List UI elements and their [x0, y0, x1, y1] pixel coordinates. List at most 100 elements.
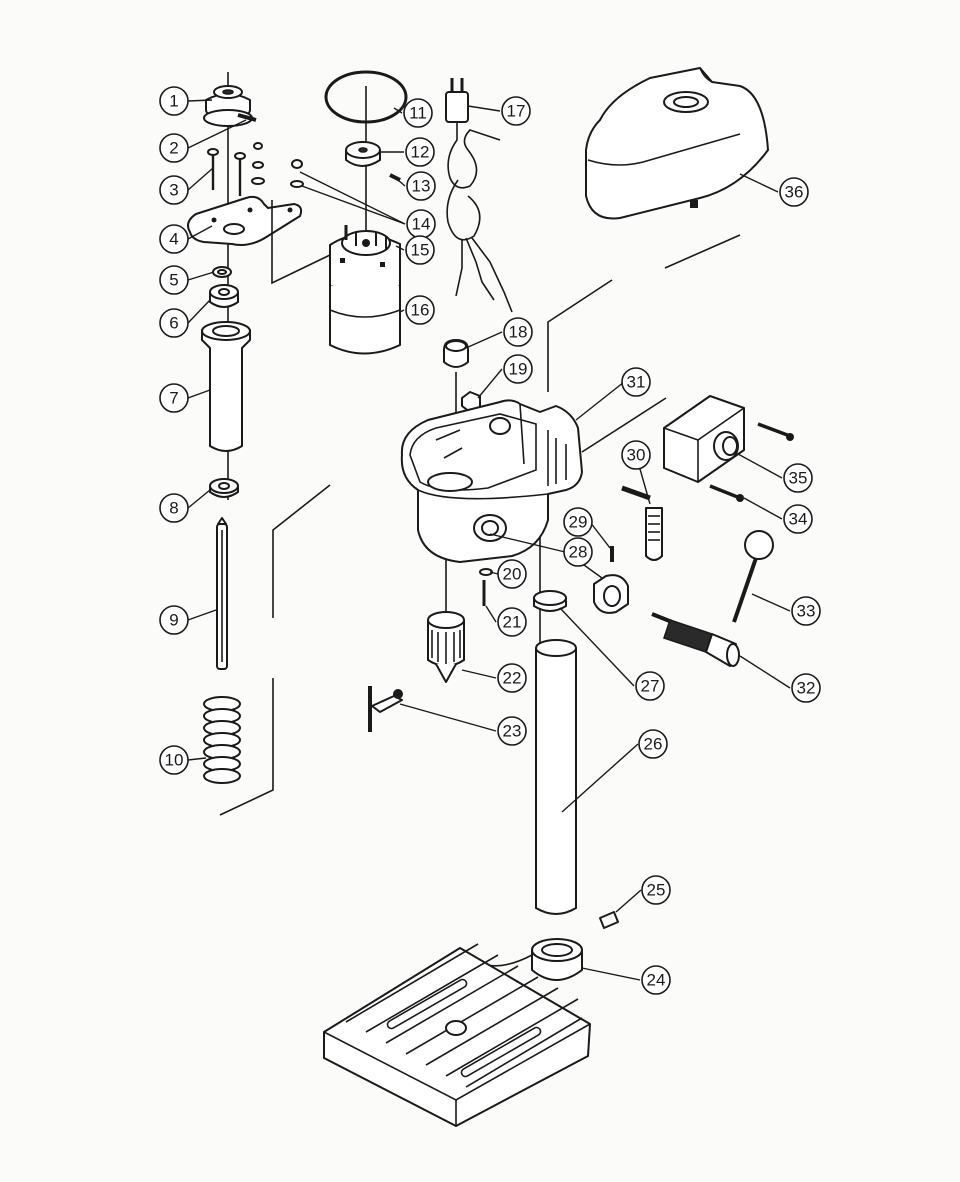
callout-4: 4 — [159, 224, 189, 254]
svg-text:12: 12 — [411, 143, 430, 162]
part-retaining-ring — [212, 266, 232, 278]
part-switch-box — [663, 395, 745, 483]
svg-text:35: 35 — [789, 469, 808, 488]
part-base — [323, 943, 591, 1127]
svg-text:34: 34 — [789, 510, 808, 529]
svg-text:30: 30 — [627, 446, 646, 465]
callout-35: 35 — [783, 463, 813, 493]
svg-text:9: 9 — [169, 611, 178, 630]
callout-3: 3 — [159, 175, 189, 205]
part-bearing-lower — [209, 478, 239, 498]
part-column — [535, 639, 577, 915]
svg-text:4: 4 — [169, 230, 178, 249]
callout-34: 34 — [783, 504, 813, 534]
svg-text:18: 18 — [509, 323, 528, 342]
part-motor-bracket — [187, 195, 303, 246]
callout-32: 32 — [791, 673, 821, 703]
part-column-collar — [469, 938, 583, 981]
svg-text:16: 16 — [411, 301, 430, 320]
callout-8: 8 — [159, 493, 189, 523]
part-nut-washer — [290, 159, 304, 188]
svg-text:6: 6 — [169, 314, 178, 333]
callout-19: 19 — [503, 354, 533, 384]
callout-23: 23 — [497, 716, 527, 746]
callout-11: 11 — [403, 98, 433, 128]
svg-text:29: 29 — [569, 513, 588, 532]
part-feed-collar — [593, 574, 629, 614]
svg-text:1: 1 — [169, 92, 178, 111]
callout-18: 18 — [503, 317, 533, 347]
svg-text:24: 24 — [647, 971, 666, 990]
callout-24: 24 — [641, 965, 671, 995]
part-switch-screws — [709, 422, 794, 502]
svg-text:27: 27 — [641, 677, 660, 696]
svg-text:33: 33 — [797, 602, 816, 621]
part-screws-washers — [207, 142, 265, 196]
svg-text:28: 28 — [569, 543, 588, 562]
svg-text:15: 15 — [411, 241, 430, 260]
part-quill — [201, 321, 251, 452]
svg-text:7: 7 — [169, 389, 178, 408]
callout-22: 22 — [497, 663, 527, 693]
leader-lines — [187, 99, 791, 981]
callout-5: 5 — [159, 265, 189, 295]
callout-29: 29 — [563, 507, 593, 537]
callout-2: 2 — [159, 133, 189, 163]
part-column-cap — [533, 590, 567, 612]
svg-text:22: 22 — [503, 669, 522, 688]
callout-33: 33 — [791, 596, 821, 626]
part-pulley-set-screw — [389, 173, 401, 182]
callout-9: 9 — [159, 605, 189, 635]
callout-10: 10 — [159, 745, 189, 775]
callout-31: 31 — [621, 367, 651, 397]
part-head-casting — [400, 399, 583, 563]
callout-6: 6 — [159, 308, 189, 338]
callout-15: 15 — [405, 235, 435, 265]
svg-text:32: 32 — [797, 679, 816, 698]
svg-text:8: 8 — [169, 499, 178, 518]
part-feed-shaft — [651, 612, 740, 667]
svg-text:10: 10 — [165, 751, 184, 770]
callout-25: 25 — [641, 875, 671, 905]
svg-text:26: 26 — [644, 735, 663, 754]
svg-text:13: 13 — [412, 177, 431, 196]
callout-21: 21 — [497, 607, 527, 637]
svg-text:5: 5 — [169, 271, 178, 290]
svg-text:31: 31 — [627, 373, 646, 392]
part-power-cord — [445, 78, 513, 313]
callout-30: 30 — [621, 440, 651, 470]
part-collar-set-screw — [599, 911, 619, 929]
part-spring — [203, 696, 241, 784]
part-depth-stop — [621, 485, 663, 561]
part-motor-pulley — [345, 141, 381, 167]
svg-text:25: 25 — [647, 881, 666, 900]
callout-26: 26 — [638, 729, 668, 759]
part-belt-cover — [585, 67, 769, 220]
part-drill-chuck — [427, 560, 465, 683]
svg-text:3: 3 — [169, 181, 178, 200]
part-set-screw — [237, 113, 257, 122]
callout-20: 20 — [497, 559, 527, 589]
svg-text:21: 21 — [503, 613, 522, 632]
svg-text:20: 20 — [503, 565, 522, 584]
part-knob — [443, 339, 469, 470]
part-chuck-key — [368, 686, 403, 732]
part-motor — [329, 286, 401, 355]
callout-36: 36 — [779, 177, 809, 207]
svg-text:2: 2 — [169, 139, 178, 158]
callout-17: 17 — [501, 96, 531, 126]
svg-text:19: 19 — [509, 360, 528, 379]
callout-1: 1 — [159, 86, 189, 116]
part-spindle — [216, 517, 228, 670]
callout-16: 16 — [405, 295, 435, 325]
callout-14: 14 — [406, 209, 436, 239]
callout-12: 12 — [405, 137, 435, 167]
part-feed-handle — [732, 530, 774, 623]
part-bearing-upper — [209, 284, 239, 308]
svg-text:36: 36 — [785, 183, 804, 202]
callout-28: 28 — [563, 537, 593, 567]
svg-text:11: 11 — [409, 104, 427, 123]
callout-7: 7 — [159, 383, 189, 413]
svg-text:14: 14 — [412, 215, 431, 234]
